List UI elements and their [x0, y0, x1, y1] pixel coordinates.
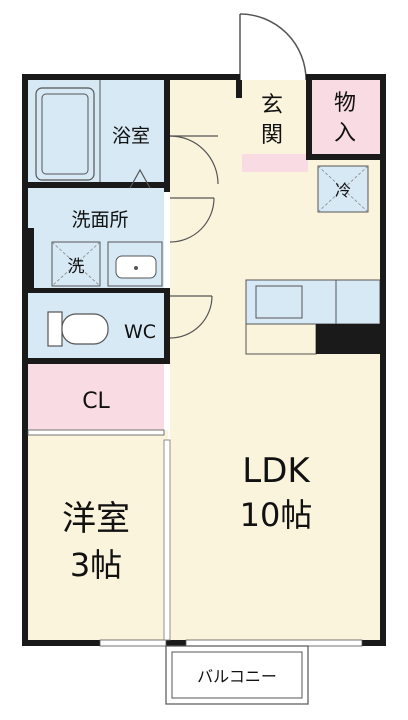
entrance-step [242, 154, 308, 172]
closet-floor [28, 362, 164, 430]
bathtub-inner [41, 93, 89, 175]
fridge-label: 冷 [335, 181, 351, 200]
kitchen-column [316, 324, 380, 354]
balcony [165, 645, 309, 705]
windows [27, 429, 363, 647]
wc-label: WC [124, 321, 156, 343]
ldk-size: 10帖 [240, 496, 313, 534]
door-swings [129, 135, 219, 339]
kitchen-sink [255, 285, 303, 319]
entrance-label-bottom: 関 [261, 123, 283, 148]
ldk-name: LDK [242, 451, 311, 491]
washer-mark [51, 241, 101, 287]
bathtub [35, 87, 95, 181]
closet-label: CL [82, 389, 110, 414]
bedroom-name: 洋室 [62, 499, 130, 539]
balcony-label: バルコニー [197, 667, 277, 686]
bath-label: 浴室 [112, 125, 150, 147]
storage-label-bottom: 入 [334, 121, 356, 146]
entrance-label-top: 玄 [261, 93, 283, 118]
storage-label-top: 物 [334, 91, 356, 116]
vanity-drain [134, 266, 138, 270]
storage-floor [310, 80, 380, 156]
entrance-door [239, 13, 307, 81]
fridge-mark [317, 165, 369, 213]
fridge-mark [317, 165, 369, 213]
toilet-tank [47, 311, 63, 347]
hall-floor [170, 80, 242, 188]
bedroom-floor [28, 430, 168, 640]
toilet-bowl [61, 313, 109, 345]
washroom-label: 洗面所 [71, 209, 128, 231]
bedroom-size: 3帖 [70, 546, 122, 584]
washer-label: 洗 [68, 257, 85, 277]
